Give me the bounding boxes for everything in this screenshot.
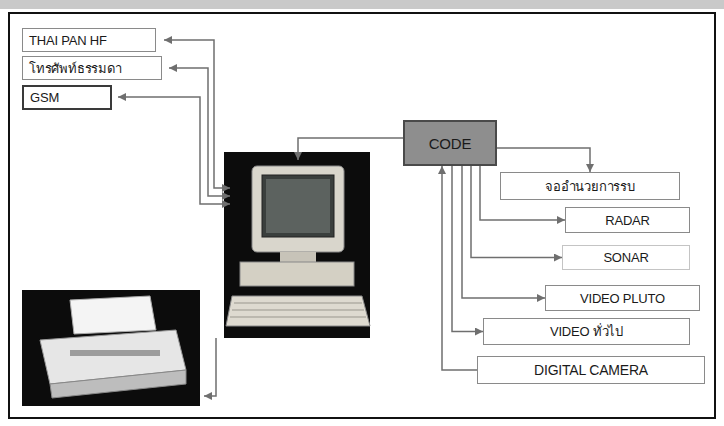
device-box: VIDEO ทั่วไป [483,318,690,345]
box-label: โทรศัพท์ธรรมดา [29,58,122,79]
panel-frame [9,13,715,418]
device-box: RADAR [565,207,690,233]
top-bar [0,0,724,9]
box-label: VIDEO PLUTO [580,291,665,306]
box-label: VIDEO ทั่วไป [550,321,623,342]
device-box: VIDEO PLUTO [545,285,700,311]
connector-arrow [452,166,483,332]
computer-picture [224,152,370,338]
box-label: จออำนวยการรบ [545,176,635,197]
channel-box: โทรศัพท์ธรรมดา [22,56,162,80]
connector-arrow [442,166,477,370]
box-label: THAI PAN HF [29,33,107,48]
device-box: จออำนวยการรบ [500,172,680,200]
device-box: DIGITAL CAMERA [477,356,705,384]
box-label: RADAR [605,213,650,228]
printer-picture [22,290,200,406]
box-label: GSM [30,90,59,105]
box-label: DIGITAL CAMERA [534,362,648,378]
channel-box: GSM [22,85,112,110]
connector-arrow [497,148,590,172]
channel-box: THAI PAN HF [22,28,156,52]
code-box: CODE [403,120,497,166]
device-box: SONAR [562,245,690,270]
box-label: CODE [429,135,472,152]
box-label: SONAR [603,250,648,265]
computer-links [118,40,403,396]
